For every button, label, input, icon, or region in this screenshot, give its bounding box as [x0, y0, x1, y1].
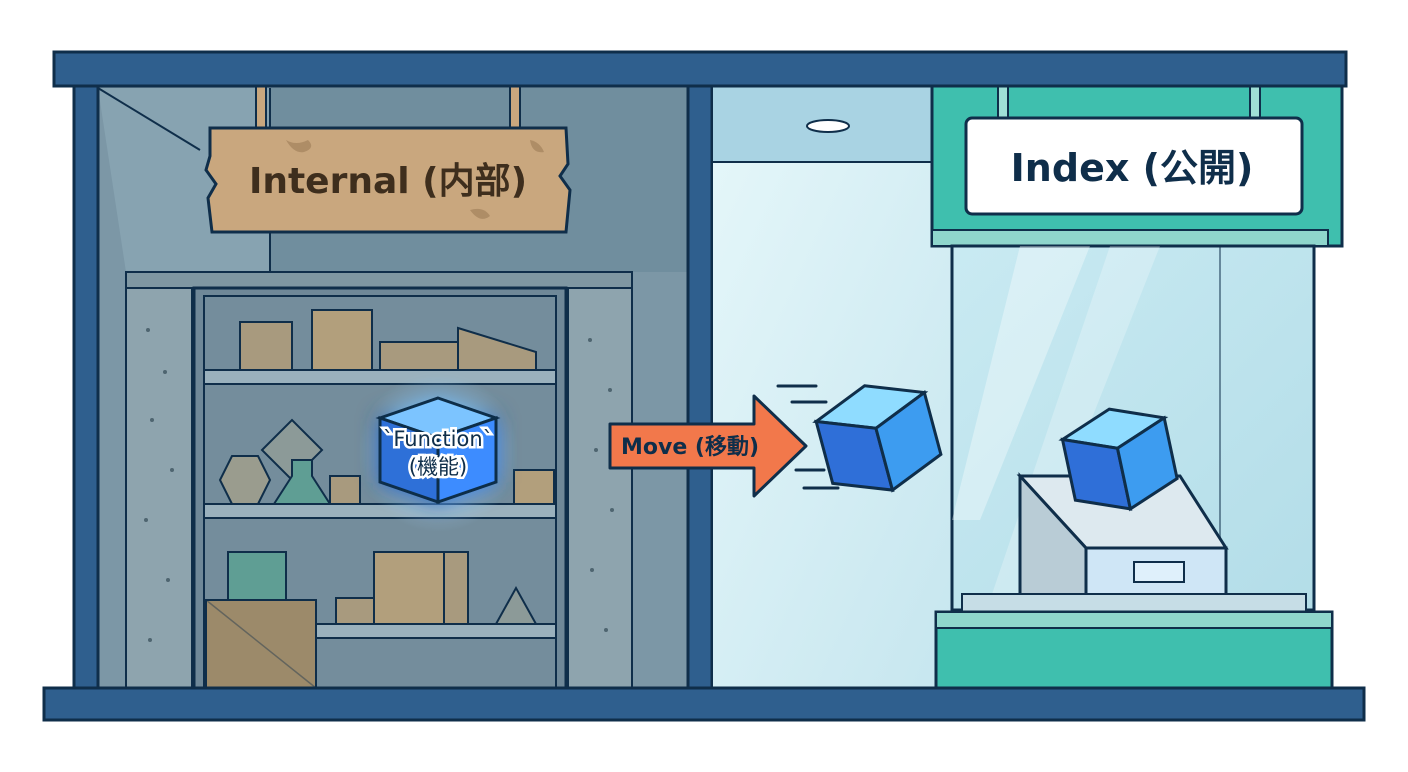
motion-lines — [776, 384, 840, 490]
index-showcase — [930, 84, 1344, 692]
index-sign — [964, 116, 1304, 216]
move-arrow — [608, 394, 808, 498]
internal-sign-label: Internal (内部) — [249, 161, 527, 202]
glass-corridor — [686, 84, 953, 692]
lamp-icon — [806, 119, 850, 133]
function-label-line2: (機能) — [409, 455, 467, 479]
glowing-cube-icon — [358, 372, 518, 532]
index-sign-label: Index (公開) — [1011, 146, 1254, 190]
wood-sign-icon — [204, 126, 572, 234]
move-arrow-label: Move (移動) — [621, 434, 759, 460]
cube-icon — [1058, 407, 1179, 512]
storefront-frame — [42, 50, 1366, 722]
cube-icon — [812, 384, 943, 493]
function-label-line1: `Function` — [383, 427, 493, 451]
